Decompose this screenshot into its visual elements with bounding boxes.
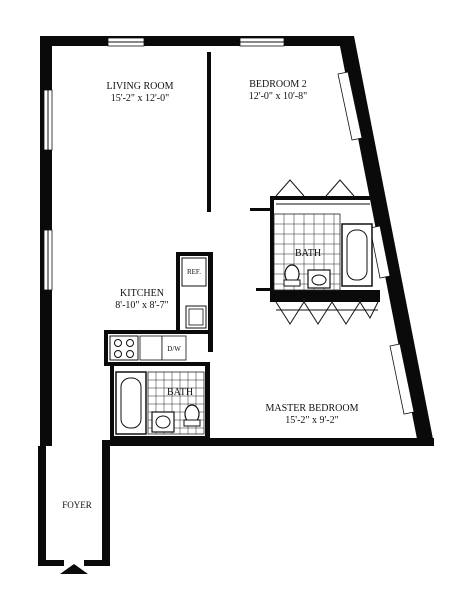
upper-bath bbox=[273, 213, 373, 291]
kitchen-name: KITCHEN bbox=[120, 288, 164, 299]
entry-arrow-icon bbox=[60, 564, 88, 574]
upper-bath-label: BATH bbox=[295, 248, 321, 259]
room-labels: LIVING ROOM 15'-2" x 12'-0" BEDROOM 2 12… bbox=[62, 79, 358, 510]
refrigerator-label: REF. bbox=[187, 268, 201, 276]
lower-bath bbox=[114, 368, 205, 436]
bedroom-2-name: BEDROOM 2 bbox=[249, 79, 307, 90]
living-room-dims: 15'-2" x 12'-0" bbox=[111, 93, 169, 104]
refrigerator bbox=[181, 257, 207, 287]
kitchen-fixtures bbox=[109, 257, 207, 361]
kitchen-dims: 8'-10" x 8'-7" bbox=[115, 300, 168, 311]
closet-doors bbox=[275, 179, 379, 325]
interior-walls bbox=[104, 52, 380, 444]
bedroom-2-dims: 12'-0" x 10'-8" bbox=[249, 91, 307, 102]
master-bedroom-dims: 15'-2" x 9'-2" bbox=[285, 415, 338, 426]
living-room-name: LIVING ROOM bbox=[107, 81, 174, 92]
dishwasher-label: D/W bbox=[167, 345, 181, 353]
foyer-label: FOYER bbox=[62, 500, 92, 510]
windows bbox=[43, 37, 415, 415]
stove bbox=[109, 335, 139, 361]
dishwasher bbox=[161, 335, 187, 361]
master-bedroom-name: MASTER BEDROOM bbox=[265, 403, 358, 414]
lower-bath-label: BATH bbox=[167, 387, 193, 398]
